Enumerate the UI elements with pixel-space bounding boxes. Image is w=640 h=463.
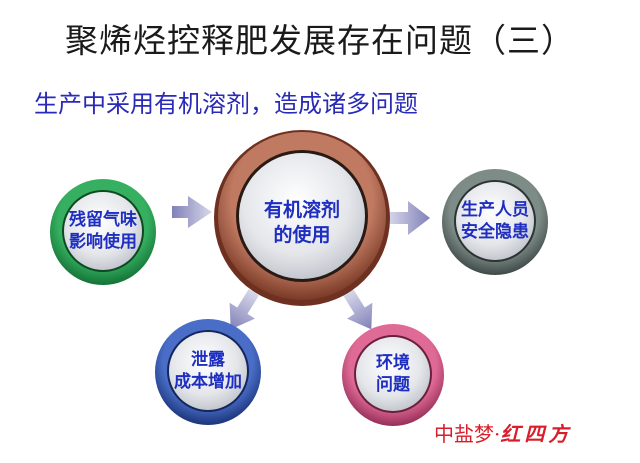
node-bottom-right-line2: 问题 xyxy=(376,375,410,396)
page-title: 聚烯烃控释肥发展存在问题（三） xyxy=(65,21,575,60)
arrow-down-left-icon xyxy=(229,288,260,330)
node-left-line2: 影响使用 xyxy=(69,232,137,253)
node-bottom-left-line1: 泄露 xyxy=(191,350,225,370)
center-node-line2: 的使用 xyxy=(273,223,331,246)
footer-text: 中盐梦· xyxy=(434,422,501,446)
center-node xyxy=(214,130,390,306)
node-left-label: 残留气味 影响使用 xyxy=(63,209,143,253)
footer-brush-text: 红四方 xyxy=(500,422,573,446)
center-node-label: 有机溶剂 的使用 xyxy=(242,198,362,247)
node-left-line1: 残留气味 xyxy=(69,210,137,230)
node-bottom-right-line1: 环境 xyxy=(376,353,410,373)
node-bottom-left-label: 泄露 成本增加 xyxy=(168,349,248,393)
node-bottom-left xyxy=(155,319,261,425)
node-right-line1: 生产人员 xyxy=(461,200,529,220)
center-node-line1: 有机溶剂 xyxy=(263,199,340,221)
node-bottom-right xyxy=(342,324,444,426)
arrow-left-icon xyxy=(172,196,212,228)
footer-watermark: 中盐梦·红四方 xyxy=(434,418,572,447)
node-bottom-left-line2: 成本增加 xyxy=(174,372,242,393)
node-right xyxy=(442,169,548,275)
arrow-down-right-icon xyxy=(342,288,373,330)
node-left xyxy=(50,179,156,285)
node-right-label: 生产人员 安全隐患 xyxy=(455,199,535,243)
node-bottom-right-label: 环境 问题 xyxy=(358,352,428,396)
subtitle: 生产中采用有机溶剂，造成诸多问题 xyxy=(34,90,418,118)
node-right-line2: 安全隐患 xyxy=(461,222,529,243)
arrow-right-icon xyxy=(388,201,430,235)
